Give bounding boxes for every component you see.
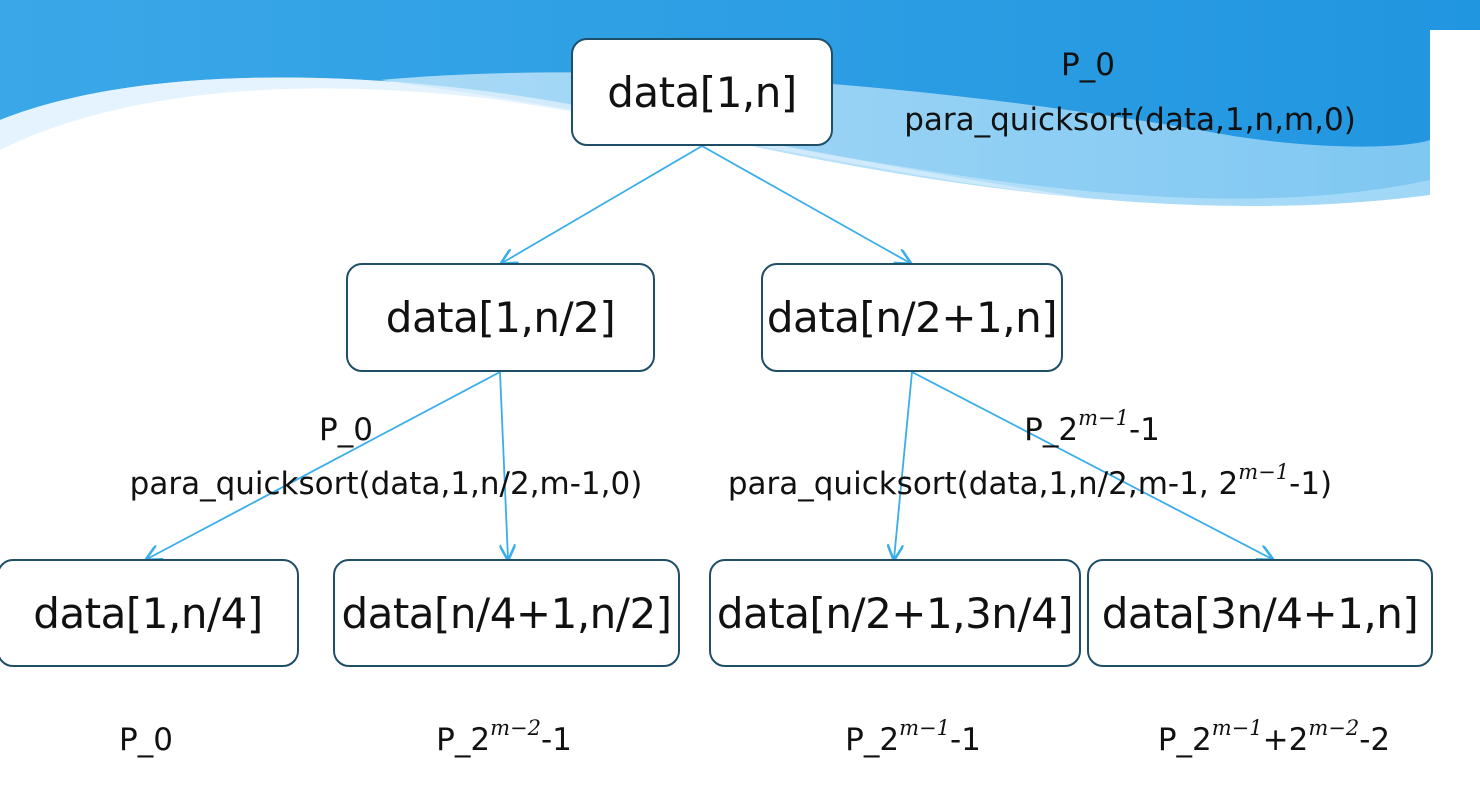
node-right: data[n/2+1,n] bbox=[761, 263, 1063, 372]
right-process-label: P_2m−1-1 bbox=[1024, 406, 1160, 448]
leaf-ll-process-label: P_0 bbox=[119, 722, 173, 758]
root-call-label: para_quicksort(data,1,n,m,0) bbox=[904, 102, 1356, 138]
node-rr: data[3n/4+1,n] bbox=[1087, 559, 1433, 667]
leaf-lr-process-label: P_2m−2-1 bbox=[436, 716, 572, 758]
node-left: data[1,n/2] bbox=[346, 263, 655, 372]
node-rl: data[n/2+1,3n/4] bbox=[709, 559, 1081, 667]
node-ll: data[1,n/4] bbox=[0, 559, 299, 667]
leaf-rl-process-label: P_2m−1-1 bbox=[845, 716, 981, 758]
left-process-label: P_0 bbox=[319, 412, 373, 448]
node-root: data[1,n] bbox=[571, 38, 833, 146]
right-call-label: para_quicksort(data,1,n/2,m-1, 2m−1-1) bbox=[727, 460, 1333, 502]
node-lr: data[n/4+1,n/2] bbox=[333, 559, 680, 667]
leaf-rr-process-label: P_2m−1+2m−2-2 bbox=[1157, 716, 1391, 758]
root-process-label: P_0 bbox=[1061, 47, 1115, 83]
left-call-label: para_quicksort(data,1,n/2,m-1,0) bbox=[129, 466, 643, 502]
